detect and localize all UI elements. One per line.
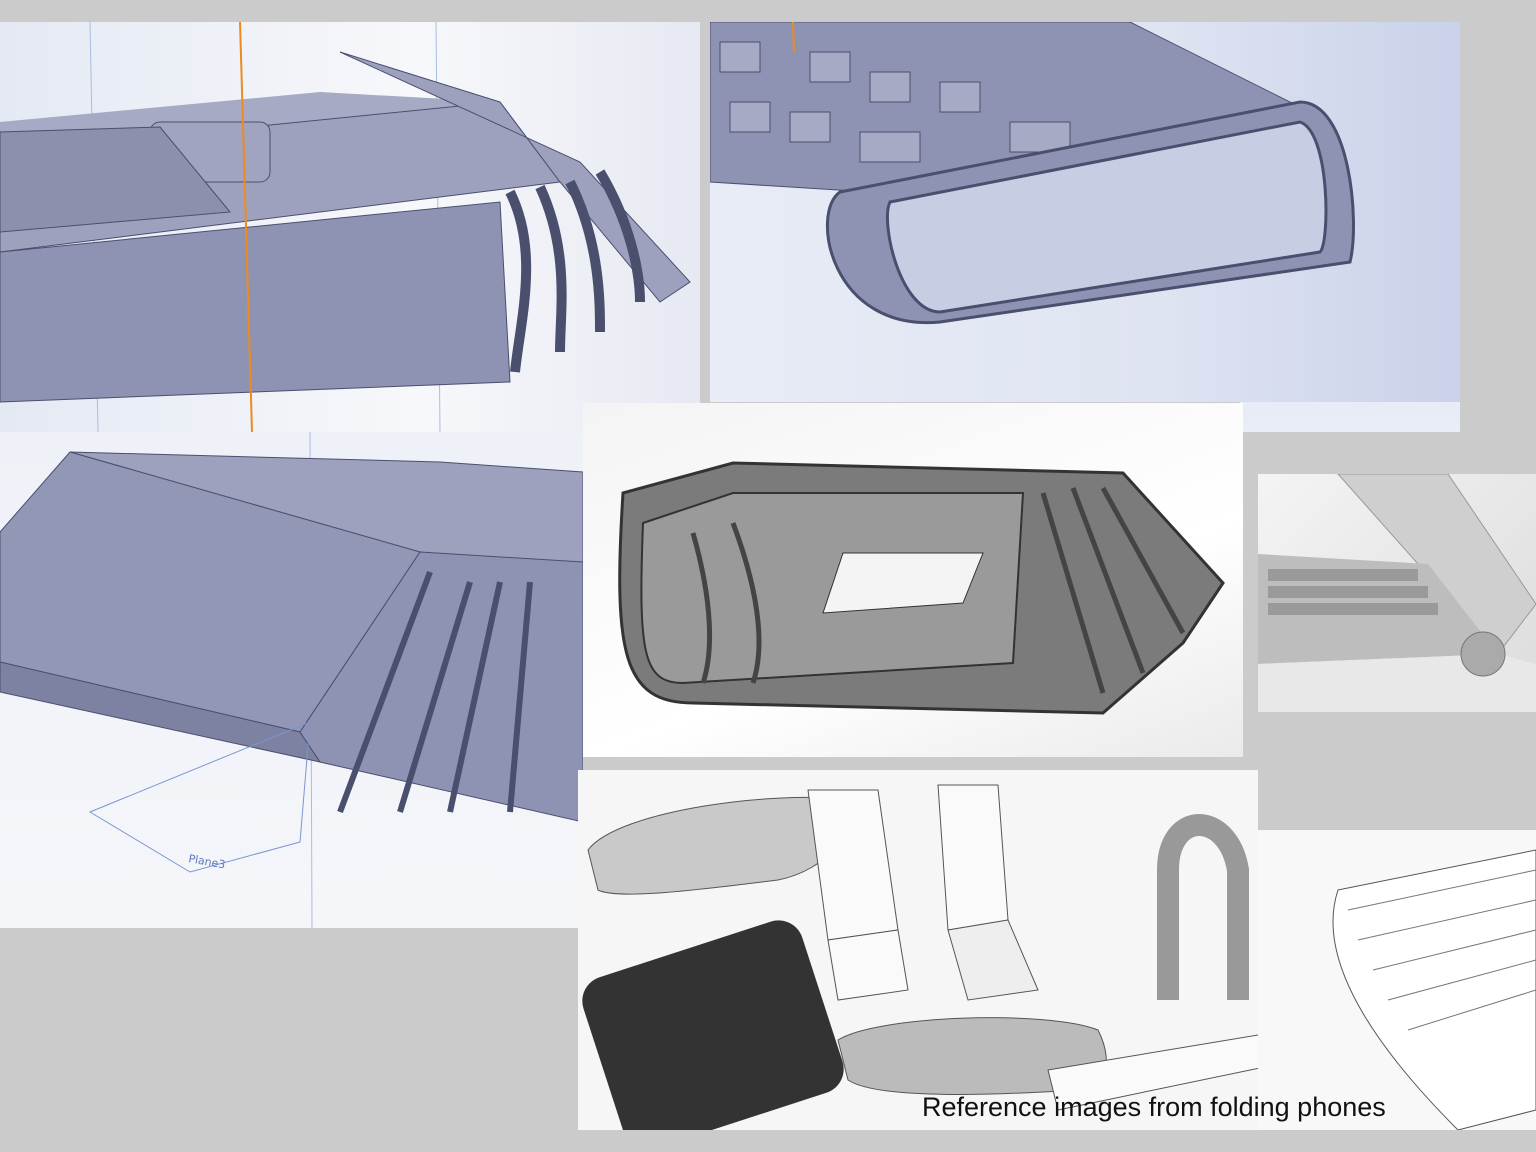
cad-render: Plane3 — [0, 432, 583, 928]
laptop-hinge-photo — [1258, 474, 1536, 712]
cad-render — [0, 22, 691, 432]
cad-hinge-isolated — [583, 403, 1243, 757]
folding-phone-patent-detail — [1258, 830, 1536, 1130]
patent-drawings — [582, 784, 1258, 1130]
folding-phone-patents — [578, 770, 1258, 1130]
cad-render — [710, 22, 1355, 324]
cad-hinge-underside-view: Plane3 — [0, 432, 583, 928]
cad-render — [618, 461, 1225, 715]
slide-caption: Reference images from folding phones — [922, 1092, 1386, 1122]
plane-label: Plane3 — [187, 852, 226, 871]
laptop-photo — [1258, 474, 1536, 712]
cad-hinge-side-view — [0, 22, 700, 432]
patent-drawing — [1332, 849, 1536, 1130]
cad-hinge-open-view — [710, 22, 1460, 402]
